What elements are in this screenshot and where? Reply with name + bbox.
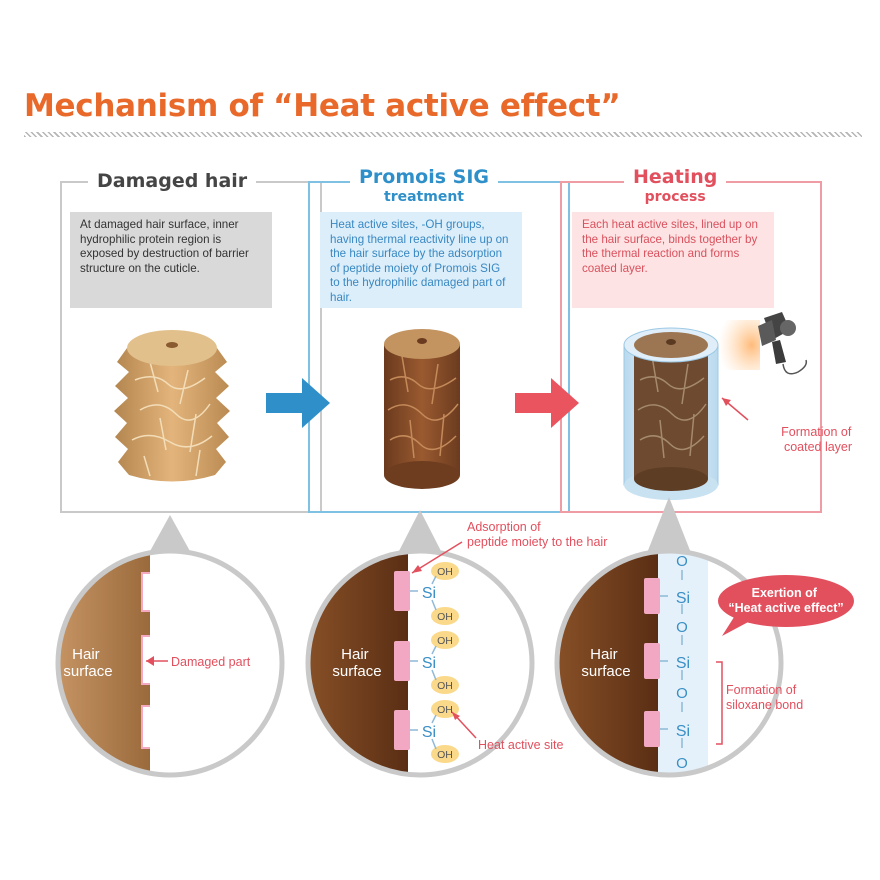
zoom-circle-damaged	[58, 551, 282, 775]
desc-damaged: At damaged hair surface, inner hydrophil…	[70, 212, 272, 308]
svg-text:Si: Si	[422, 724, 436, 741]
svg-text:O: O	[676, 619, 688, 636]
zoom-circle-treatment: OH OH OH OH OH OH Si Si Si	[308, 551, 532, 775]
page-title: Mechanism of “Heat active effect”	[24, 88, 621, 124]
panel-title-damaged: Damaged hair	[88, 171, 257, 192]
siloxane-label: Formation of siloxane bond	[726, 683, 803, 712]
svg-text:OH: OH	[437, 680, 453, 692]
svg-text:OH: OH	[437, 704, 453, 716]
desc-promois: Heat active sites, -OH groups, having th…	[320, 212, 522, 308]
svg-text:Exertion of “Heat acti: Exertion of “Heat active effect”	[728, 586, 843, 615]
hair-surface-label-2: Hair surface	[332, 646, 381, 680]
damaged-part-label: Damaged part	[171, 655, 251, 669]
dotted-divider	[24, 132, 862, 137]
svg-text:OH: OH	[437, 566, 453, 578]
siloxane-bracket	[716, 661, 723, 745]
adsorption-label: Adsorption of peptide moiety to the hair	[467, 520, 607, 549]
svg-text:OH: OH	[437, 635, 453, 647]
svg-text:O: O	[676, 553, 688, 570]
svg-text:Si: Si	[676, 590, 690, 607]
svg-text:OH: OH	[437, 749, 453, 761]
svg-text:O: O	[676, 755, 688, 772]
svg-text:Si: Si	[422, 655, 436, 672]
oh-groups	[431, 562, 459, 763]
desc-heating: Each heat active sites, lined up on the …	[572, 212, 774, 308]
panel-title-heating: Heating process	[624, 167, 727, 205]
heat-active-site-label: Heat active site	[478, 738, 564, 752]
zoom-pointer-2	[398, 510, 442, 553]
zoom-circle-heating: O Si O Si O Si O	[557, 551, 781, 775]
panel-title-promois: Promois SIG treatment	[350, 167, 498, 205]
svg-text:Si: Si	[676, 723, 690, 740]
exertion-callout: Exertion of “Heat active effect”	[718, 575, 854, 636]
zoom-pointer-1	[149, 515, 191, 553]
hair-surface-label-3: Hair surface	[581, 646, 630, 680]
svg-text:Si: Si	[676, 655, 690, 672]
hair-surface-label-1: Hair surface	[63, 646, 112, 680]
svg-text:O: O	[676, 685, 688, 702]
svg-text:Si: Si	[422, 585, 436, 602]
svg-text:OH: OH	[437, 611, 453, 623]
